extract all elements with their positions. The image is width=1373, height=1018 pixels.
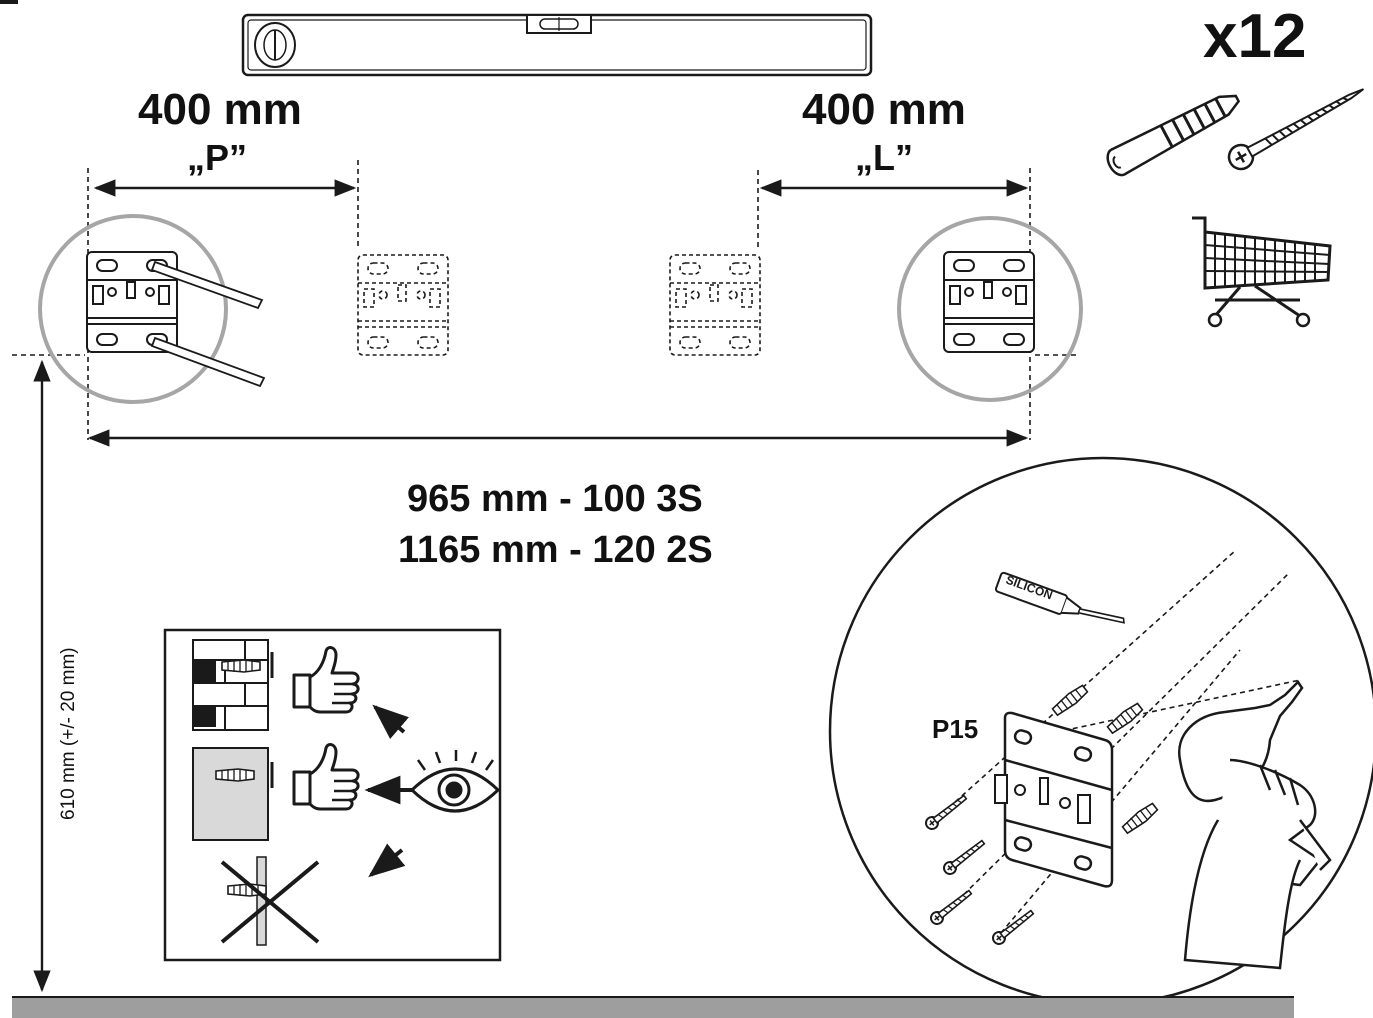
wall-bracket-ghost-right xyxy=(669,254,761,356)
screw-icon xyxy=(1227,88,1365,171)
silicone-tube-icon xyxy=(995,571,1125,624)
mounting-height-label: 610 mm (+/- 20 mm) xyxy=(58,647,79,820)
left-bracket-tag: „P” xyxy=(187,137,248,178)
left-span-label: 400 mm xyxy=(138,85,302,134)
total-span-line2: 1165 mm - 120 2S xyxy=(398,529,713,571)
mounting-detail: SILICON xyxy=(828,456,1373,1006)
wall-bracket-icon xyxy=(994,711,1114,888)
wall-plug-icon xyxy=(1106,94,1241,177)
total-span-line1: 965 mm - 100 3S xyxy=(407,478,703,520)
bracket-code-label: P15 xyxy=(932,714,979,744)
right-span-label: 400 mm xyxy=(802,85,966,134)
quantity-label: x12 xyxy=(1203,2,1307,71)
shopping-cart-icon xyxy=(1192,216,1332,328)
wall-bracket-ghost-left xyxy=(357,254,449,356)
thin-wall-icon xyxy=(256,856,267,946)
drill-icon xyxy=(1177,680,1332,970)
wall-bracket-left xyxy=(38,214,266,404)
eye-icon xyxy=(409,750,501,813)
wall-bracket-right xyxy=(897,216,1083,402)
spirit-level-icon xyxy=(241,13,873,77)
solid-wall-icon xyxy=(192,747,269,841)
right-bracket-tag: „L” xyxy=(855,137,913,178)
wall-type-panel xyxy=(163,628,502,962)
brick-wall-icon xyxy=(192,639,269,731)
floor-line xyxy=(12,997,1294,1018)
